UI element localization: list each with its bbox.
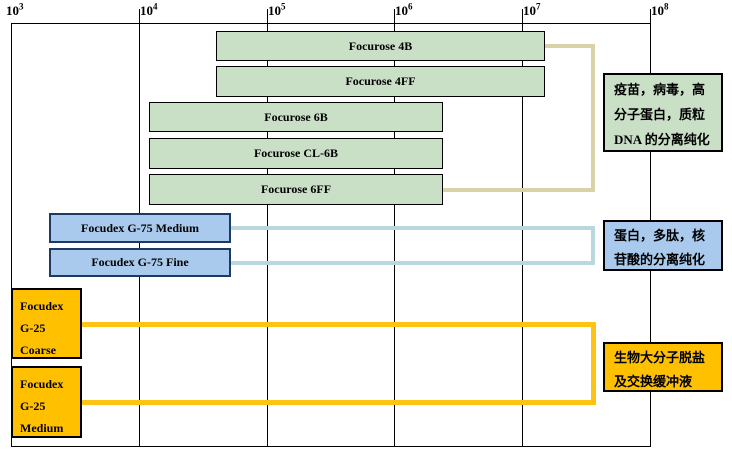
bar-focudex-g-75-fine: Focudex G-75 Fine [49,248,231,277]
bar-label-line: G-25 [20,321,46,335]
annotation-box-blue: 蛋白，多肽，核苷酸的分离纯化 [603,220,723,271]
bar-focurose-6b: Focurose 6B [149,102,443,132]
annotation-text-line: 蛋白，多肽，核 [614,228,706,243]
bar-focudex-g-75-medium: Focudex G-75 Medium [49,213,231,243]
x-tick-label-10e8: 108 [651,1,669,18]
bar-label: Focudex G-75 Medium [81,220,199,235]
tan-connector-vertical [591,44,595,192]
annotation-text-line: 及交换缓冲液 [614,374,693,389]
bar-label-line: Coarse [20,343,56,357]
x-tick-label-10e7: 107 [523,1,541,18]
bar-label: Focurose 6FF [260,182,332,196]
annotation-box-green: 疫苗，病毒，高分子蛋白，质粒 DNA 的分离纯化 [603,73,723,152]
annotation-text-line: DNA 的分离纯化 [614,132,710,147]
bar-label: Focurose CL-6B [253,146,339,160]
lightblue-connector-top [231,226,595,230]
lightblue-connector-bottom [231,261,595,265]
bar-label: Focurose 4B [348,38,413,53]
x-tick-label-10e6: 106 [395,1,413,18]
yellow-connector-top [82,321,596,327]
x-tick-label-10e5: 105 [268,1,286,18]
x-tick-label-10e3: 103 [6,1,24,18]
annotation-text-line: 生物大分子脱盐 [614,350,706,365]
bar-label-line: Focudex [20,299,64,313]
bar-label-line: Medium [20,421,64,435]
bar-focurose-6ff: Focurose 6FF [149,174,443,205]
gridline-10e3 [11,23,12,447]
yellow-connector-vertical [590,321,596,405]
bar-label-line: Focudex [20,377,64,391]
annotation-text-line: 分子蛋白，质粒 [614,107,706,122]
lightblue-connector-vertical [591,226,595,265]
annotation-text-line: 苷酸的分离纯化 [614,252,706,267]
bar-label-line: G-25 [20,399,46,413]
bar-focurose-4b: Focurose 4B [216,31,545,61]
bar-focurose-cl-6b: Focurose CL-6B [149,138,443,169]
annotation-box-yellow: 生物大分子脱盐及交换缓冲液 [603,342,723,392]
yellow-connector-bottom [82,399,596,405]
x-axis-line [11,23,651,24]
bar-label: Focurose 6B [264,109,328,124]
tan-connector-top [545,44,595,48]
x-tick-label-10e4: 104 [140,1,158,18]
tan-connector-bottom [443,188,595,192]
bar-label: Focurose 4FF [345,74,416,88]
bar-label: Focudex G-75 Fine [91,255,189,269]
annotation-text-line: 疫苗，病毒，高 [614,82,706,97]
bar-focurose-4ff: Focurose 4FF [216,66,545,97]
chart-bottom-border [11,446,651,447]
